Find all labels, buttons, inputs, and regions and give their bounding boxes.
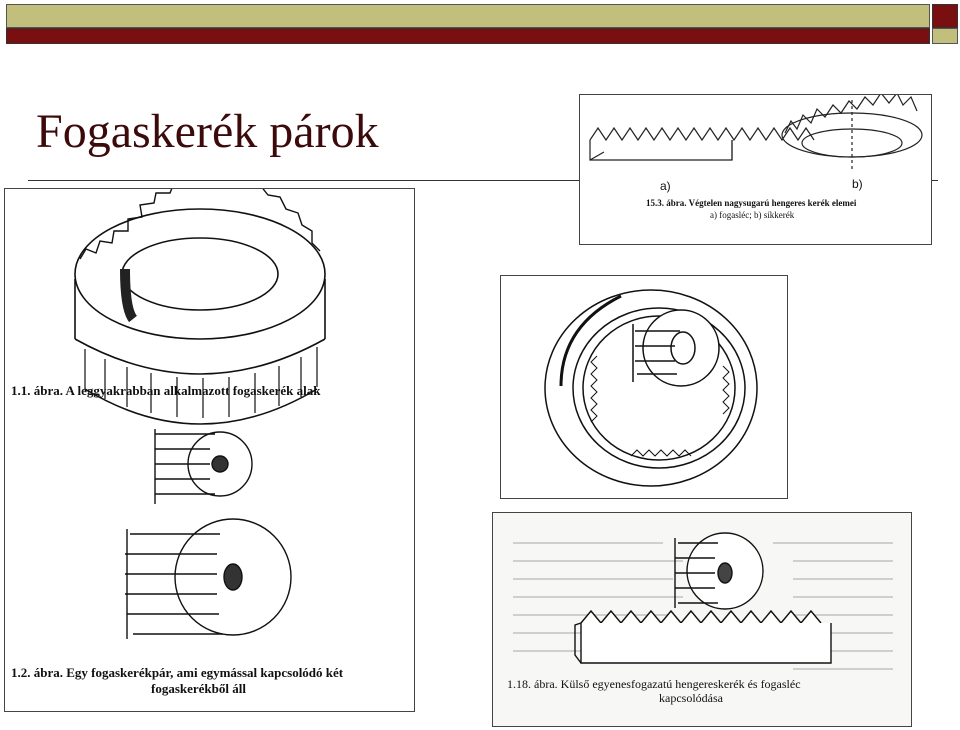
gear-rack-mesh-image [513,532,893,670]
header-corner-dark [932,4,958,28]
caption-fig-1-18-line1: 1.18. ábra. Külső egyenesfogazatú henger… [507,677,801,691]
figure-rack-and-crown: a) b) 15.3. ábra. Végtelen nagysugarú he… [579,94,932,245]
slide-title: Fogaskerék párok [36,105,379,158]
label-b: b) [852,177,863,191]
gear-illustrations-left [74,189,326,639]
header-band-top [6,4,930,28]
title-divider [28,180,938,181]
figure-internal-gear [500,275,788,499]
figure-gear-and-rack: 1.18. ábra. Külső egyenesfogazatú henger… [492,512,912,727]
figure-gears-left: 1.1. ábra. A leggyakrabban alkalmazott f… [4,188,415,712]
caption-fig-15-3-line1: 15.3. ábra. Végtelen nagysugarú hengeres… [646,198,857,208]
internal-gear-image [544,289,758,487]
caption-fig-1-1: 1.1. ábra. A leggyakrabban alkalmazott f… [11,383,321,398]
header-band-bottom [6,28,930,44]
header-corner-light [932,28,958,44]
caption-fig-1-2-line2: fogaskerékből áll [151,681,246,696]
gear-rack-image [589,126,815,161]
spur-gear-image [74,208,326,425]
rack-crown-illustration [589,95,923,170]
caption-fig-15-3-line2: a) fogasléc; b) síkkerék [710,210,795,220]
caption-fig-1-2-line1: 1.2. ábra. Egy fogaskerékpár, ami egymás… [11,665,344,680]
label-a: a) [660,179,671,193]
caption-fig-1-18-line2: kapcsolódása [659,691,723,705]
crown-gear-image [781,95,923,170]
gear-pair-image [125,429,292,639]
